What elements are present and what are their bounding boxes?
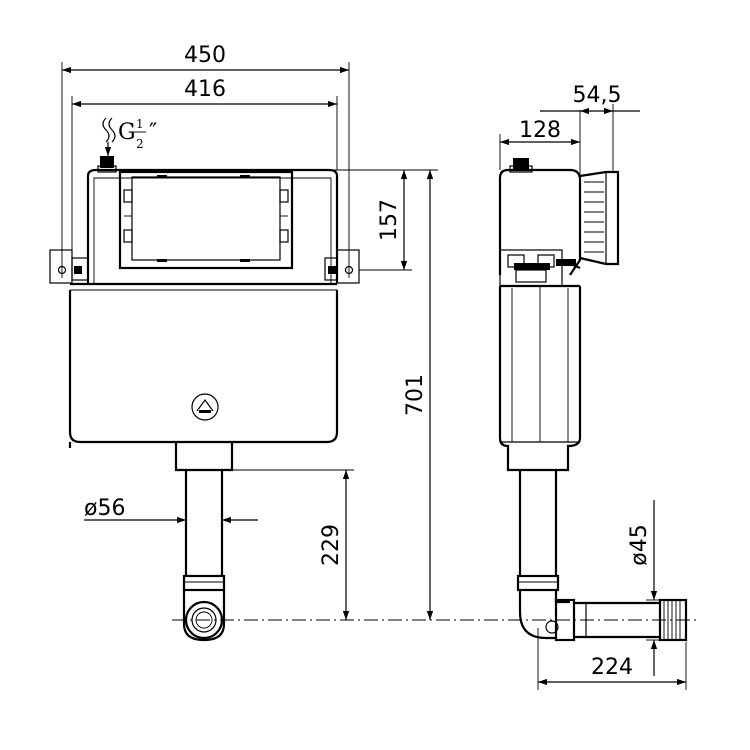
front-tank-body — [68, 290, 339, 444]
dimension-outlet-diameter: ø56 — [84, 496, 258, 524]
side-horizontal-pipe — [574, 601, 660, 639]
side-pipe — [518, 470, 558, 576]
dim-416-text: 416 — [184, 77, 226, 102]
inlet-fraction-num: 1 — [136, 117, 144, 131]
dim-701-text: 701 — [403, 374, 428, 416]
dim-o56-text: ø56 — [84, 496, 125, 521]
front-outlet-neck — [68, 442, 234, 472]
dimension-frame-width: 416 — [71, 77, 338, 258]
front-view — [49, 156, 360, 642]
front-frame-outline — [86, 168, 339, 283]
dim-o45-text: ø45 — [627, 524, 652, 565]
dimension-pipe-length: 229 — [232, 469, 354, 620]
dim-224-text: 224 — [591, 655, 633, 680]
front-pipe — [184, 470, 224, 576]
dimension-depth: 128 — [499, 110, 581, 176]
inlet-valve — [100, 156, 114, 168]
dimension-total-height: 701 — [403, 169, 438, 620]
inlet-unit-text: ″ — [149, 120, 157, 145]
front-control-box — [118, 170, 294, 270]
inlet-label: G 1 2 ″ — [102, 117, 157, 156]
inlet-thread-text: G — [118, 120, 136, 145]
side-elbow — [518, 590, 570, 640]
dim-157-text: 157 — [377, 199, 402, 241]
dim-450-text: 450 — [184, 43, 226, 68]
side-view — [498, 158, 688, 642]
inlet-fraction-den: 2 — [136, 137, 144, 151]
dim-128-text: 128 — [519, 118, 561, 143]
dim-545-text: 54,5 — [573, 83, 622, 108]
dimension-connector-diameter: ø45 — [627, 500, 660, 676]
dimension-top-box-height: 157 — [292, 169, 412, 271]
side-head — [498, 168, 582, 276]
brand-logo — [191, 393, 219, 421]
dimension-flange-depth: 54,5 — [540, 83, 640, 172]
dim-229-text: 229 — [319, 524, 344, 566]
side-flange — [579, 170, 620, 266]
dimension-horizontal-pipe-length: 224 — [537, 628, 687, 690]
